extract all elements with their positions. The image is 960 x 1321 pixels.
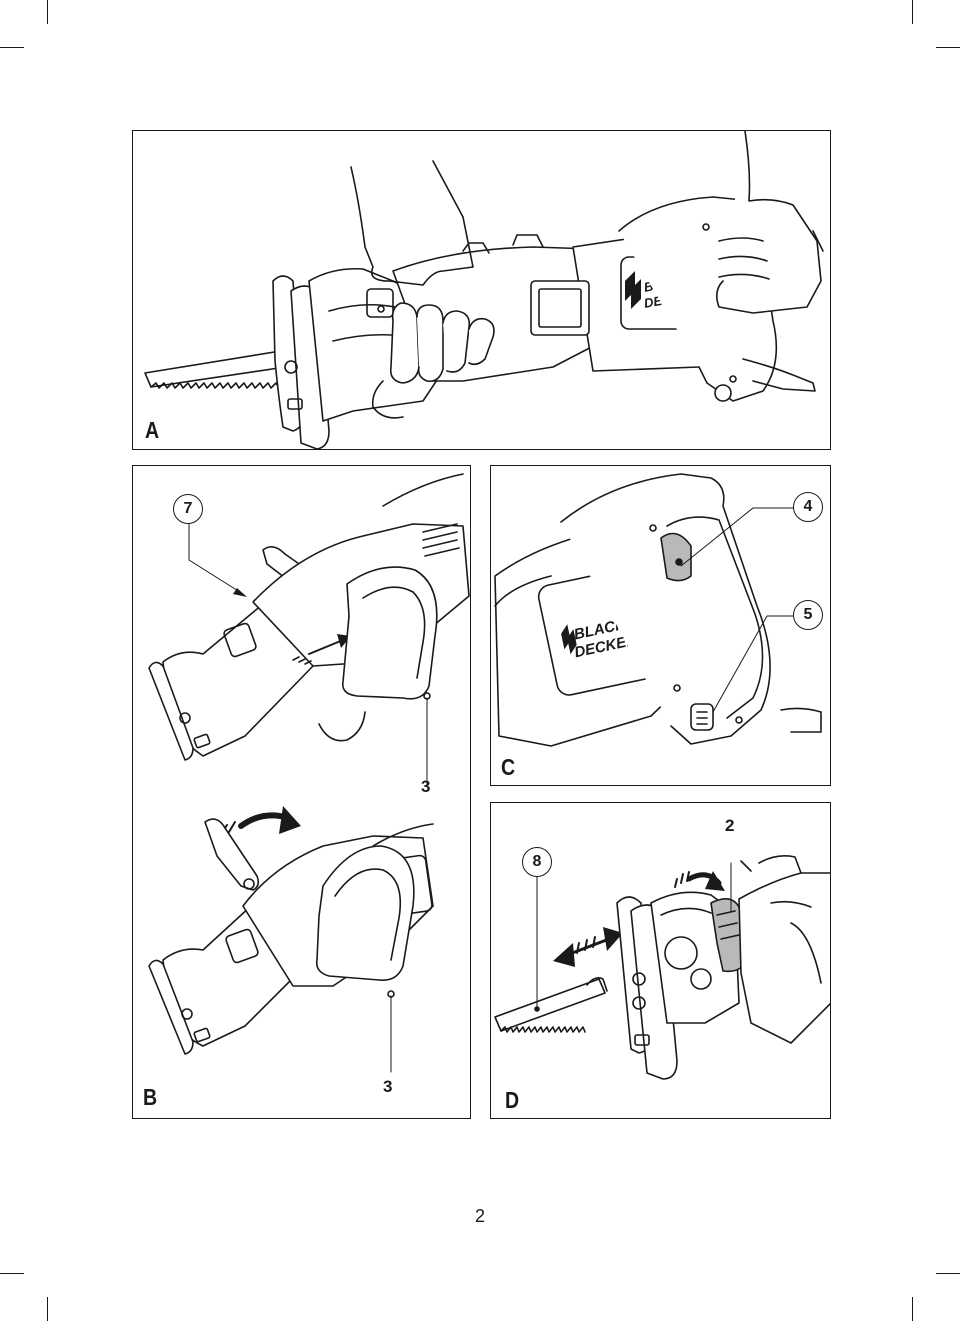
callout-3-upper: 3 bbox=[421, 777, 431, 796]
crop-mark bbox=[912, 0, 913, 24]
crop-mark bbox=[47, 1297, 48, 1321]
figure-d-label: D bbox=[505, 1087, 520, 1113]
figure-a-label: A bbox=[145, 417, 160, 443]
figure-a-saw-drawing: BLACK& DECKER bbox=[144, 131, 824, 449]
crop-mark bbox=[0, 1273, 24, 1274]
figure-b-saw-drawing bbox=[148, 473, 470, 1073]
crop-mark bbox=[912, 1297, 913, 1321]
figure-a: BLACK& DECKER A bbox=[132, 130, 831, 450]
figure-b: 7 3 3 B bbox=[132, 465, 471, 1119]
figure-c-saw-drawing: BLACK& DECKER bbox=[494, 473, 822, 747]
crop-mark bbox=[47, 0, 48, 24]
crop-mark bbox=[936, 1273, 960, 1274]
crop-mark bbox=[0, 47, 24, 48]
page-number: 2 bbox=[474, 1206, 485, 1226]
callout-8: 8 bbox=[522, 847, 552, 877]
figure-b-label: B bbox=[143, 1084, 158, 1110]
figure-d: 2 8 D bbox=[490, 802, 831, 1119]
figure-c-label: C bbox=[501, 754, 516, 780]
figure-c: BLACK& DECKER 4 5 C bbox=[490, 465, 831, 786]
figure-d-saw-drawing bbox=[494, 855, 830, 1080]
callout-5: 5 bbox=[793, 600, 823, 630]
callout-2: 2 bbox=[725, 816, 735, 835]
callout-7: 7 bbox=[173, 494, 203, 524]
callout-3-lower: 3 bbox=[383, 1077, 393, 1096]
callout-4: 4 bbox=[793, 492, 823, 522]
crop-mark bbox=[936, 47, 960, 48]
